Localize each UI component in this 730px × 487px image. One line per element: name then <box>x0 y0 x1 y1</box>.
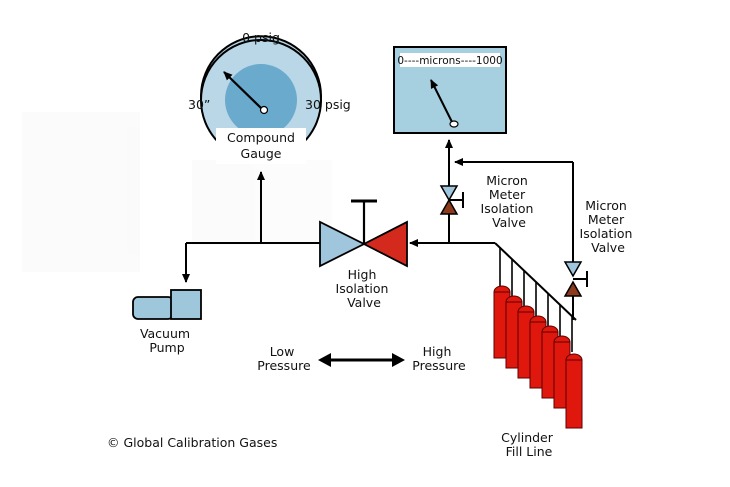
gauge-needle <box>223 71 262 109</box>
cylinder-bank <box>493 285 583 429</box>
high-isolation-valve-label: High Isolation Valve <box>336 267 393 310</box>
pump-head <box>170 289 202 320</box>
gauge-label-box <box>216 128 306 164</box>
high-pressure-label: High Pressure <box>412 344 466 373</box>
pressure-arrow <box>318 353 405 367</box>
piping <box>182 139 577 321</box>
micron-meter: 0----microns----1000 <box>393 46 507 134</box>
micron-isolation-valve-1 <box>439 185 464 215</box>
vacuum-pump-label: Vacuum Pump <box>140 326 194 355</box>
gauge-left-label: 30” <box>188 97 210 112</box>
gauge-name-line-2: Gauge <box>241 146 282 161</box>
gauge-top-label: 0 psig <box>242 30 280 45</box>
micron-scale-text: 0----microns----1000 <box>397 55 502 67</box>
micron-scale-band <box>400 53 500 67</box>
high-isolation-valve <box>319 199 408 268</box>
gauge-name-line-1: Compound <box>227 130 295 145</box>
low-pressure-label: Low Pressure <box>257 344 311 373</box>
labels: Micron Meter Isolation Valve Micron Mete… <box>107 173 637 459</box>
gauge-right-label: 30 psig <box>305 97 351 112</box>
valve-high-side <box>362 220 408 268</box>
micron-valve-2-label: Micron Meter Isolation Valve <box>580 198 637 255</box>
cylinder-7 <box>565 353 583 429</box>
micron-valve-1-label: Micron Meter Isolation Valve <box>481 173 538 230</box>
micron-pivot <box>449 120 459 128</box>
vacuum-pump <box>132 289 202 320</box>
cylinder-fill-line-label: Cylinder Fill Line <box>501 430 557 459</box>
micron-isolation-valve-2 <box>563 261 588 297</box>
gauge-pivot <box>259 105 269 115</box>
micron-needle <box>430 79 453 123</box>
gauge-face <box>225 64 297 136</box>
valve-low-side <box>319 220 367 268</box>
pump-motor <box>132 296 174 320</box>
copyright-text: © Global Calibration Gases <box>107 435 277 450</box>
compound-gauge: 0 psig 30” 30 psig Compound Gauge <box>188 30 351 164</box>
